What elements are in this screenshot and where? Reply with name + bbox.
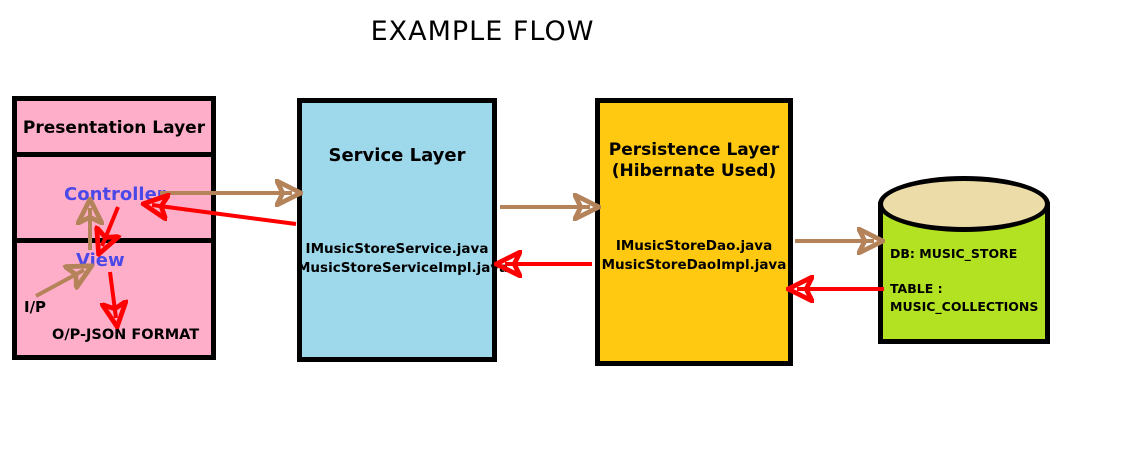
output-label: O/P-JSON FORMAT [52,327,200,343]
presentation-layer-heading: Presentation Layer [22,118,206,138]
presentation-divider-top [12,152,216,157]
database-cylinder [878,176,1050,344]
database-cylinder-top [878,176,1050,232]
database-name-label: DB: MUSIC_STORE [890,246,1018,261]
page-title: EXAMPLE FLOW [370,16,595,47]
persistence-layer-box [595,98,793,366]
service-layer-box [297,98,497,362]
view-label: View [76,250,125,271]
persistence-layer-files: IMusicStoreDao.java MusicStoreDaoImpl.ja… [601,238,787,274]
presentation-divider-bottom [12,238,216,243]
service-layer-heading: Service Layer [328,145,466,166]
input-label: I/P [24,298,47,316]
persistence-layer-heading: Persistence Layer (Hibernate Used) [608,140,780,181]
database-table-label: TABLE : MUSIC_COLLECTIONS [890,281,1039,315]
controller-label: Controller [64,184,166,205]
service-layer-files: IMusicStoreService.java MusicStoreServic… [297,241,509,277]
